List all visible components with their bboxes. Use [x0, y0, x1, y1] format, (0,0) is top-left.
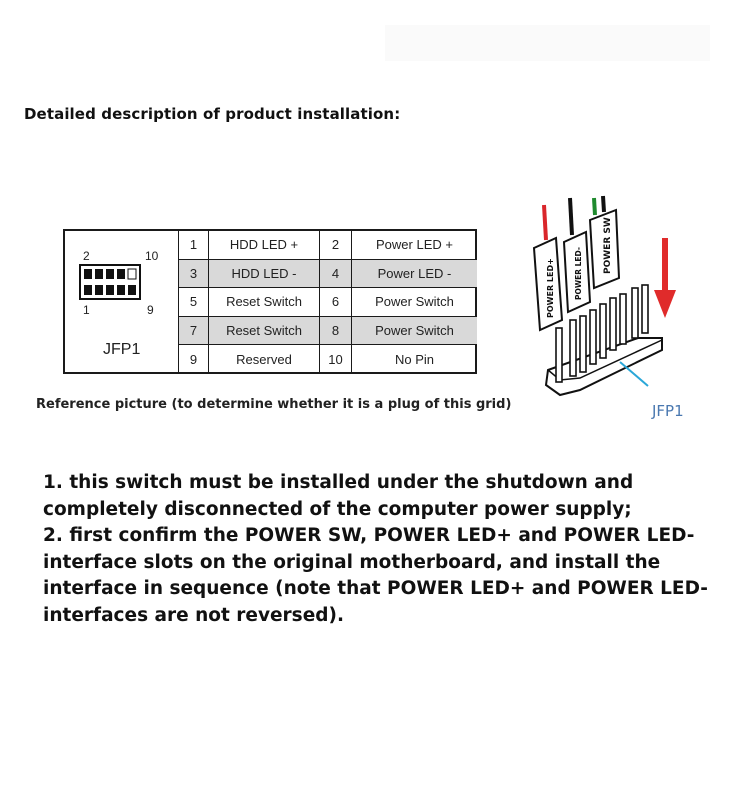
pin-number: 7	[179, 316, 209, 345]
red-wire	[542, 204, 548, 241]
table-row: 9 Reserved 10 No Pin	[179, 345, 477, 374]
black-wire	[568, 197, 574, 236]
pin-function: No Pin	[394, 352, 435, 368]
pin-number: 8	[320, 316, 352, 345]
pin-number-bottom-left: 1	[83, 303, 90, 317]
table-row: 7 Reset Switch 8 Power Switch	[179, 316, 477, 346]
pin-number: 10	[320, 345, 352, 374]
page-title: Detailed description of product installa…	[24, 105, 401, 123]
pointer-line	[619, 361, 649, 387]
pin-number: 2	[320, 231, 352, 259]
pin-number: 3	[179, 259, 209, 288]
reference-caption: Reference picture (to determine whether …	[36, 397, 512, 412]
pin-number: 1	[179, 231, 209, 259]
green-wire	[592, 197, 597, 216]
installation-instructions: 1. this switch must be installed under t…	[43, 470, 723, 629]
connector-label: POWER LED-	[574, 247, 583, 300]
pin-function: Reset Switch	[209, 288, 320, 316]
pin-number-top-left: 2	[83, 249, 90, 263]
faint-banner	[385, 25, 710, 61]
black-wire	[601, 195, 606, 213]
header-label: JFP1	[103, 341, 141, 358]
connector-diagram: POWER LED+ POWER LED- POWER SW JFP1	[532, 195, 684, 420]
power-sw-connector	[588, 208, 621, 290]
connector-label: POWER LED+	[546, 258, 555, 318]
pin-function: Power LED -	[377, 265, 452, 281]
pin-function: Power Switch	[375, 294, 454, 310]
table-row: 3 HDD LED - 4 Power LED -	[179, 259, 477, 289]
instruction-step-2: 2. first confirm the POWER SW, POWER LED…	[43, 525, 708, 626]
pin-number: 4	[320, 259, 352, 288]
power-led-plus-connector	[532, 236, 564, 332]
pin-number-top-right: 10	[145, 249, 159, 263]
connector-label: POWER SW	[603, 217, 613, 274]
header-pins	[555, 284, 649, 383]
pin-function: Reset Switch	[209, 316, 320, 345]
arrow-head-icon	[654, 290, 676, 318]
table-row: 5 Reset Switch 6 Power Switch	[179, 288, 477, 317]
pin-function: HDD LED +	[209, 231, 320, 259]
jfp1-pin-table: 2 10 1 9 JFP1 1 HDD LED + 2 Power LED + …	[63, 229, 477, 374]
instruction-step-1: 1. this switch must be installed under t…	[43, 472, 634, 520]
table-row: 1 HDD LED + 2 Power LED +	[179, 231, 477, 260]
pin-number: 9	[179, 345, 209, 374]
pin-header-illustration: 2 10 1 9 JFP1	[65, 231, 179, 372]
pin-function: Reserved	[209, 345, 320, 374]
pin-number: 5	[179, 288, 209, 316]
pin-number-bottom-right: 9	[147, 303, 154, 317]
pin-number: 6	[320, 288, 352, 316]
diagram-header-label: JFP1	[651, 402, 684, 420]
power-led-minus-connector	[562, 230, 592, 314]
pin-function: Power LED +	[376, 237, 453, 253]
pin-header-grid-icon	[79, 264, 141, 300]
pin-function: Power Switch	[375, 323, 454, 339]
insert-direction-arrow	[662, 238, 668, 302]
pin-function: HDD LED -	[209, 259, 320, 288]
